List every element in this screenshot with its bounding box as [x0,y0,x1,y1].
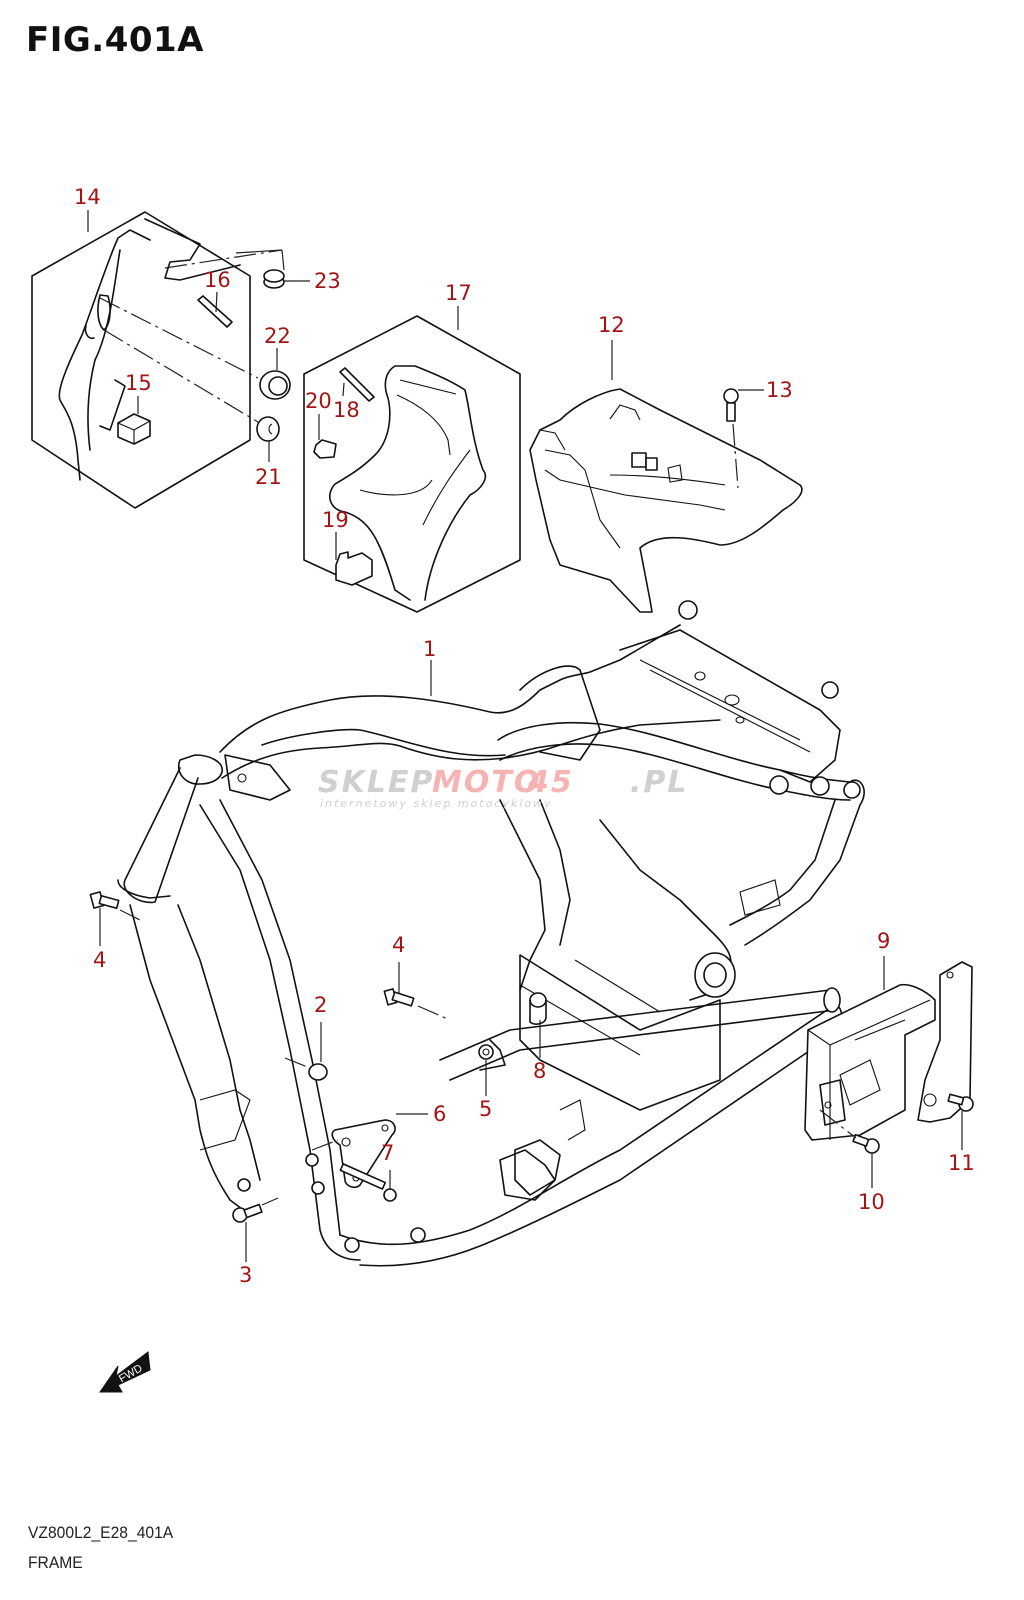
callout-5[interactable]: 5 [479,1097,492,1121]
part-10-bolt[interactable] [852,1133,880,1154]
fwd-label: FWD [117,1362,145,1385]
figure-name: FRAME [28,1553,83,1572]
callout-2[interactable]: 2 [314,993,327,1017]
callout-3[interactable]: 3 [239,1263,252,1287]
callout-4-left[interactable]: 4 [93,948,106,972]
callout-labels: 1 2 3 4 4 5 6 7 8 9 10 11 12 13 14 15 16… [74,185,975,1287]
watermark: SKLEP MOTO 45 .PL internetowy sklep moto… [318,765,689,810]
figure-code: VZ800L2_E28_401A [28,1523,174,1542]
part-7-bolt-long[interactable] [339,1163,397,1202]
part-4-bolt-center[interactable] [383,988,415,1007]
watermark-brand-tld: .PL [630,765,689,800]
callout-22[interactable]: 22 [264,324,291,348]
part-21-grommet[interactable] [256,416,280,442]
part-3-bolt[interactable] [232,1203,263,1223]
part-16-tape[interactable] [197,295,233,328]
callout-9[interactable]: 9 [877,929,890,953]
part-5-nut[interactable] [478,1044,494,1060]
callout-23[interactable]: 23 [314,269,341,293]
callout-6[interactable]: 6 [433,1102,446,1126]
callout-7[interactable]: 7 [381,1141,394,1165]
callout-1[interactable]: 1 [423,637,436,661]
part-11-bolt[interactable] [947,1093,974,1112]
callout-14[interactable]: 14 [74,185,101,209]
callout-15[interactable]: 15 [125,371,152,395]
watermark-brand-part2: MOTO [432,765,541,800]
part-15-cushion[interactable] [117,413,151,445]
callout-16[interactable]: 16 [204,268,231,292]
callout-20[interactable]: 20 [305,389,332,413]
part-1-frame[interactable] [117,600,865,1267]
callout-19[interactable]: 19 [322,508,349,532]
part-20-cushion[interactable] [313,439,337,459]
part-22-grommet[interactable] [259,370,291,400]
callout-21[interactable]: 21 [255,465,282,489]
callout-10[interactable]: 10 [858,1190,885,1214]
part-12-tray[interactable] [529,388,803,613]
part-4-bolt-left[interactable] [89,891,120,909]
part-19-bracket[interactable] [335,551,373,586]
fwd-direction-marker: FWD [99,1351,151,1393]
part-kit-14-side-cover[interactable] [31,211,251,509]
part-9-bracket-box[interactable] [804,983,936,1141]
callout-11[interactable]: 11 [948,1151,975,1175]
arrow-left-down-icon [99,1351,151,1393]
figure-title: FIG.401A [26,20,204,60]
watermark-brand-part3: 45 [527,765,574,800]
part-23-grommet[interactable] [263,269,285,289]
part-8-collar[interactable] [529,992,547,1025]
part-kit-17-seat[interactable] [303,315,521,613]
callout-13[interactable]: 13 [766,378,793,402]
callout-17[interactable]: 17 [445,281,472,305]
watermark-brand-part1: SKLEP [318,765,434,800]
leader-lines [87,210,963,1262]
part-2-cap[interactable] [308,1063,328,1081]
part-18-tape[interactable] [339,367,375,402]
callout-8[interactable]: 8 [533,1059,546,1083]
part-13-bolt[interactable] [723,388,739,489]
callout-12[interactable]: 12 [598,313,625,337]
watermark-tagline: internetowy sklep motocyklowy [320,797,553,810]
callout-4-center[interactable]: 4 [392,933,405,957]
part-9-arm[interactable] [917,961,973,1123]
callout-18[interactable]: 18 [333,398,360,422]
